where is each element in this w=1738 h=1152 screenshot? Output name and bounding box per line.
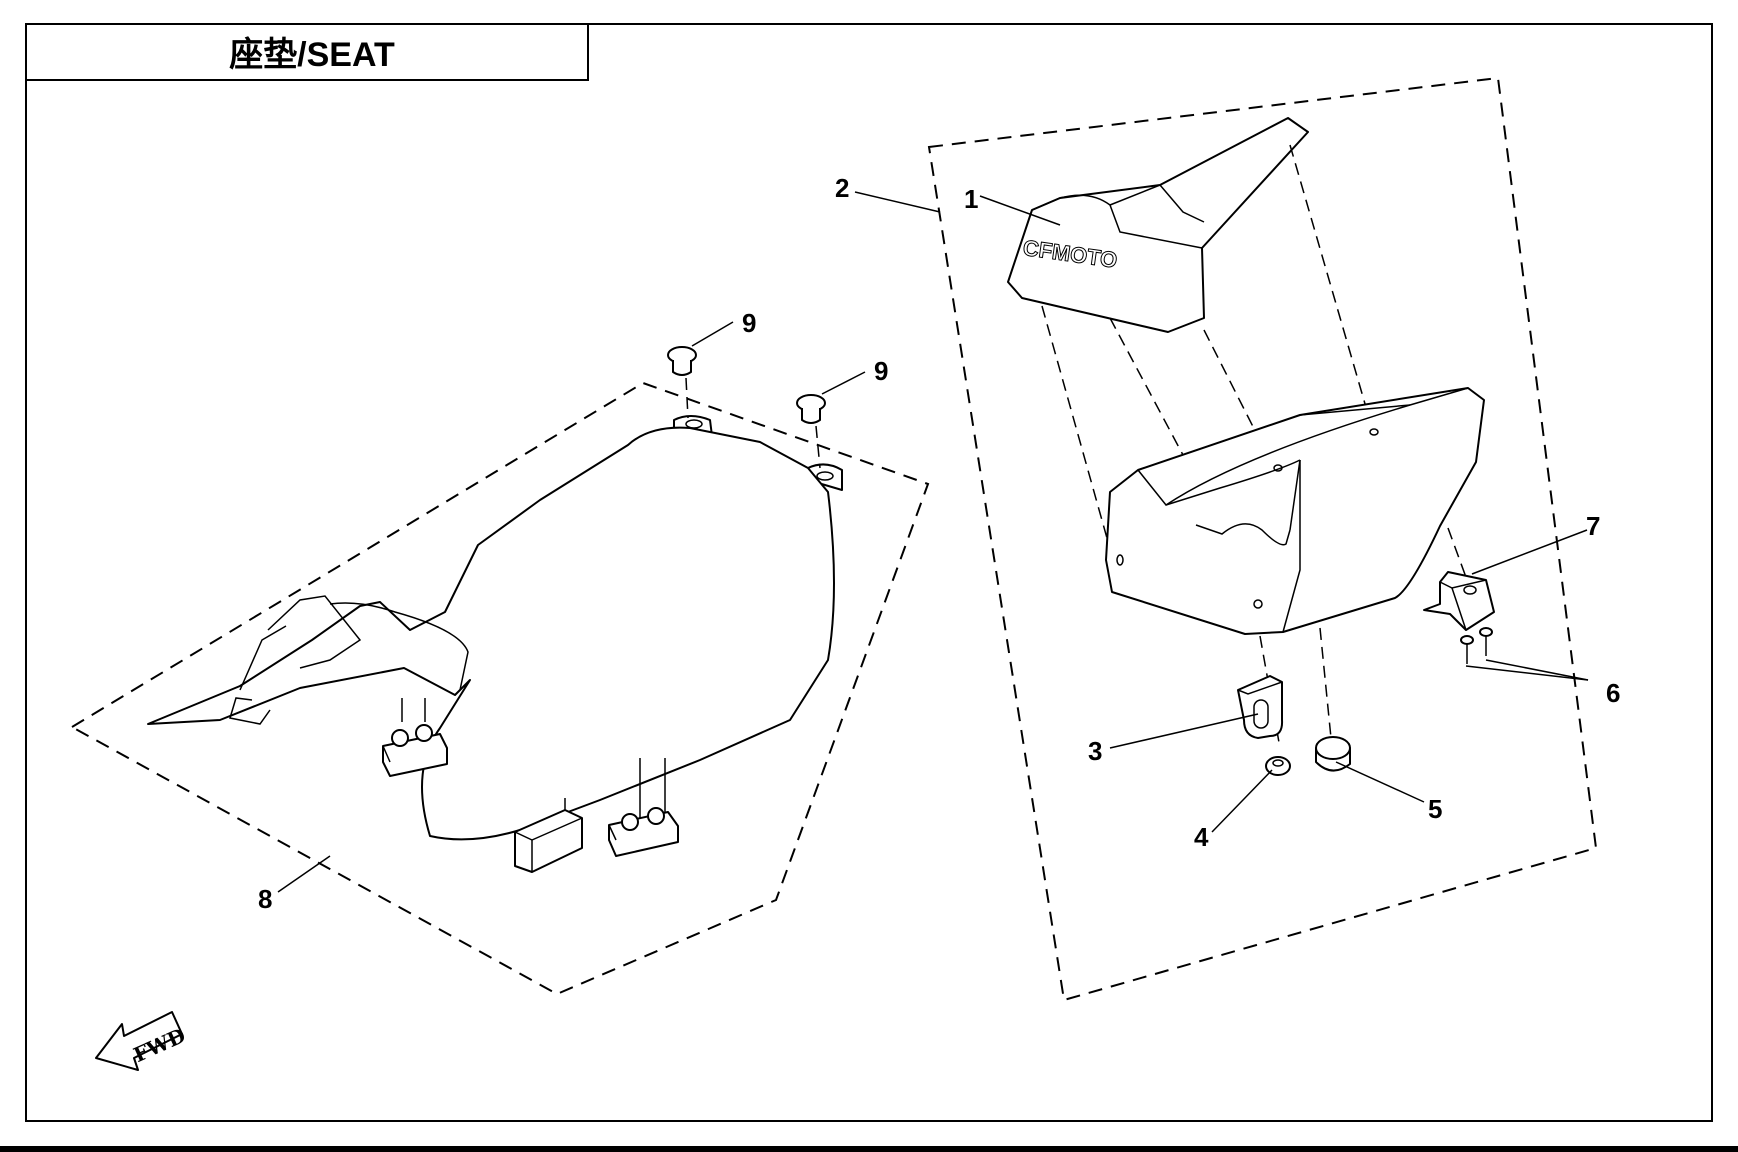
rear-seat-cover: CFMOTO: [1007, 117, 1309, 333]
bolt-left: [667, 346, 697, 419]
callout-9-left: 9: [742, 308, 756, 338]
diagram-frame: [25, 23, 1713, 1122]
bolt-right: [796, 394, 826, 469]
callout-8: 8: [258, 884, 272, 914]
callout-9-right: 9: [874, 356, 888, 386]
title-box: 座垫/SEAT: [26, 24, 589, 81]
rear-seat: [1105, 387, 1485, 635]
callout-5: 5: [1428, 794, 1442, 824]
bracket-3: [1237, 675, 1284, 739]
callout-2: 2: [835, 173, 849, 203]
callout-1: 1: [964, 184, 978, 214]
callout-6: 6: [1606, 678, 1620, 708]
group-outline-front-seat: [69, 381, 930, 996]
bottom-rule: [0, 1146, 1738, 1152]
callout-7: 7: [1586, 511, 1600, 541]
latch-7: [1423, 571, 1495, 631]
callout-3: 3: [1088, 736, 1102, 766]
front-seat: [147, 415, 843, 873]
page-title: 座垫/SEAT: [229, 36, 395, 74]
callout-4: 4: [1194, 822, 1209, 852]
screws-6: [1460, 627, 1493, 664]
group-outline-rear-seat: [927, 76, 1598, 1002]
fwd-arrow-icon: FWD: [95, 1011, 189, 1071]
